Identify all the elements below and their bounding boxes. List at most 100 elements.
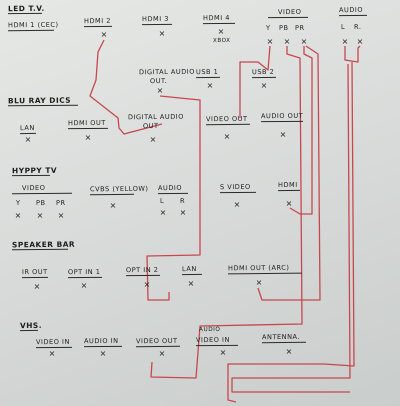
underline [19,329,39,332]
port-ht-audio-l: × [159,208,167,217]
port-ht-pr: × [57,211,65,220]
label-br-video-out: VIDEO OUT [205,114,248,124]
underline [195,76,221,79]
port-br-lan: × [24,135,32,144]
label-usb1: USB 1 [195,67,219,77]
port-ht-s-video: × [233,200,241,209]
label-br-digital-audio-out: OUT [142,121,159,131]
label-tv-video: VIDEO [277,7,302,17]
label-br-digital-audio: DIGITAL AUDIO [127,112,184,122]
label-ht-y: Y [15,198,21,208]
label-vhs-video-in: VIDEO IN [35,337,70,347]
underline [181,273,203,276]
label-usb2: USB 2 [251,67,275,77]
label-ht-audio-r: R [179,196,186,206]
underline [251,76,277,79]
port-sb-hdmi-out-arc: × [255,278,263,287]
label-hdmi2: HDMI 2 [83,16,112,26]
port-hdmi3: × [158,29,166,38]
label-vhs-video-in-2: VIDEO IN [195,335,230,345]
port-usb2: × [260,81,268,90]
wire-tv-pr-to-ht-hdmi [289,46,313,215]
label-br-lan: LAN [19,123,35,133]
label-hdmi4: HDMI 4 [202,13,231,23]
section-hyppy-tv: HYPPY TV [11,165,58,176]
label-hdmi1-cec: HDMI 1 (CEC) [7,20,59,30]
label-sb-opt-in2: OPT IN 2 [125,265,159,275]
label-xbox: XBOX [212,37,231,45]
wire-tv-pb-to-vhs-video-out [150,46,303,379]
port-hdmi4: × [217,27,225,36]
port-usb1: × [206,81,214,90]
label-tv-digital-audio: DIGITAL AUDIO [138,67,195,77]
label-ht-cvbs: CVBS (YELLOW) [89,184,149,194]
label-vhs-video-out: VIDEO OUT [135,336,178,346]
port-hdmi2: × [100,30,108,39]
port-vhs-video-out: × [158,349,166,358]
port-br-audio-out: × [279,130,287,139]
port-tv-audio-l: × [341,37,349,46]
port-tv-pb: × [283,37,291,46]
underline [141,23,173,26]
port-br-video-out: × [223,132,231,141]
port-vhs-audio-video-in: × [219,348,227,357]
label-sb-ir-out: IR OUT [21,267,48,277]
label-ht-hdmi: HDMI [277,180,298,190]
port-ht-pb: × [36,211,44,220]
label-ht-video: VIDEO [21,183,46,193]
port-tv-audio-r: × [356,37,364,46]
label-hdmi3: HDMI 3 [141,14,170,24]
wire-tv-pr-to-sb-hdmi-arc [257,45,321,301]
wire-tv-audio-r-down [227,61,355,403]
wire-tv-audio-to-vhs [344,45,361,63]
port-tv-pr: × [300,37,308,46]
port-tv-digital-audio: × [156,86,164,95]
port-sb-lan: × [187,279,195,288]
underline [202,22,236,25]
underline [83,25,113,28]
label-tv-audio-l: L [340,22,346,32]
port-tv-y: × [266,37,274,46]
label-vhs-audio-in: AUDIO IN [83,336,119,346]
label-br-hdmi-out: HDMI OUT [67,118,106,128]
underline [157,192,189,195]
port-ht-hdmi: × [285,199,293,208]
port-vhs-video-in: × [48,349,56,358]
section-led-tv: LED T.V. [7,3,45,14]
port-ht-audio-r: × [179,208,187,217]
label-br-audio-out: AUDIO OUT [260,111,304,121]
label-sb-hdmi-out-arc: HDMI OUT (ARC) [227,263,290,273]
wire-tv-audio-l-down [231,63,351,393]
wire-hdmi2-to-br-hdmi-out [89,39,163,135]
label-ht-s-video: S VIDEO [219,182,251,192]
label-ht-audio: AUDIO [157,183,183,193]
label-ht-audio-l: L [159,196,165,206]
underline [277,189,301,192]
port-ht-cvbs: × [109,201,117,210]
label-tv-y: Y [265,23,271,33]
label-vhs-antenna: ANTENNA. [261,332,301,342]
port-ht-y: × [14,211,22,220]
port-br-hdmi-out: × [84,133,92,142]
port-sb-opt-in1: × [80,281,88,290]
label-sb-opt-in1: OPT IN 1 [67,267,101,277]
port-vhs-antenna: × [285,347,293,356]
label-sb-lan: LAN [181,264,197,274]
label-tv-pb: PB [278,23,289,33]
port-sb-ir-out: × [33,282,41,291]
wire-tv-y-to-br-video-out [239,45,271,118]
port-br-digital-audio: × [149,135,157,144]
port-vhs-audio-in: × [99,349,107,358]
wire-tv-digital-audio-to-sb-opt-in2 [146,95,201,301]
label-tv-audio: AUDIO [338,5,364,15]
underline [21,276,49,279]
label-vhs-audio: AUDIO [198,326,221,334]
label-tv-pr: PR [294,23,305,33]
underline [338,14,368,17]
label-ht-pr: PR [55,198,66,208]
label-ht-pb: PB [35,198,46,208]
section-vhs: VHS. [19,320,43,331]
label-tv-digital-audio-out: OUT. [149,76,168,86]
